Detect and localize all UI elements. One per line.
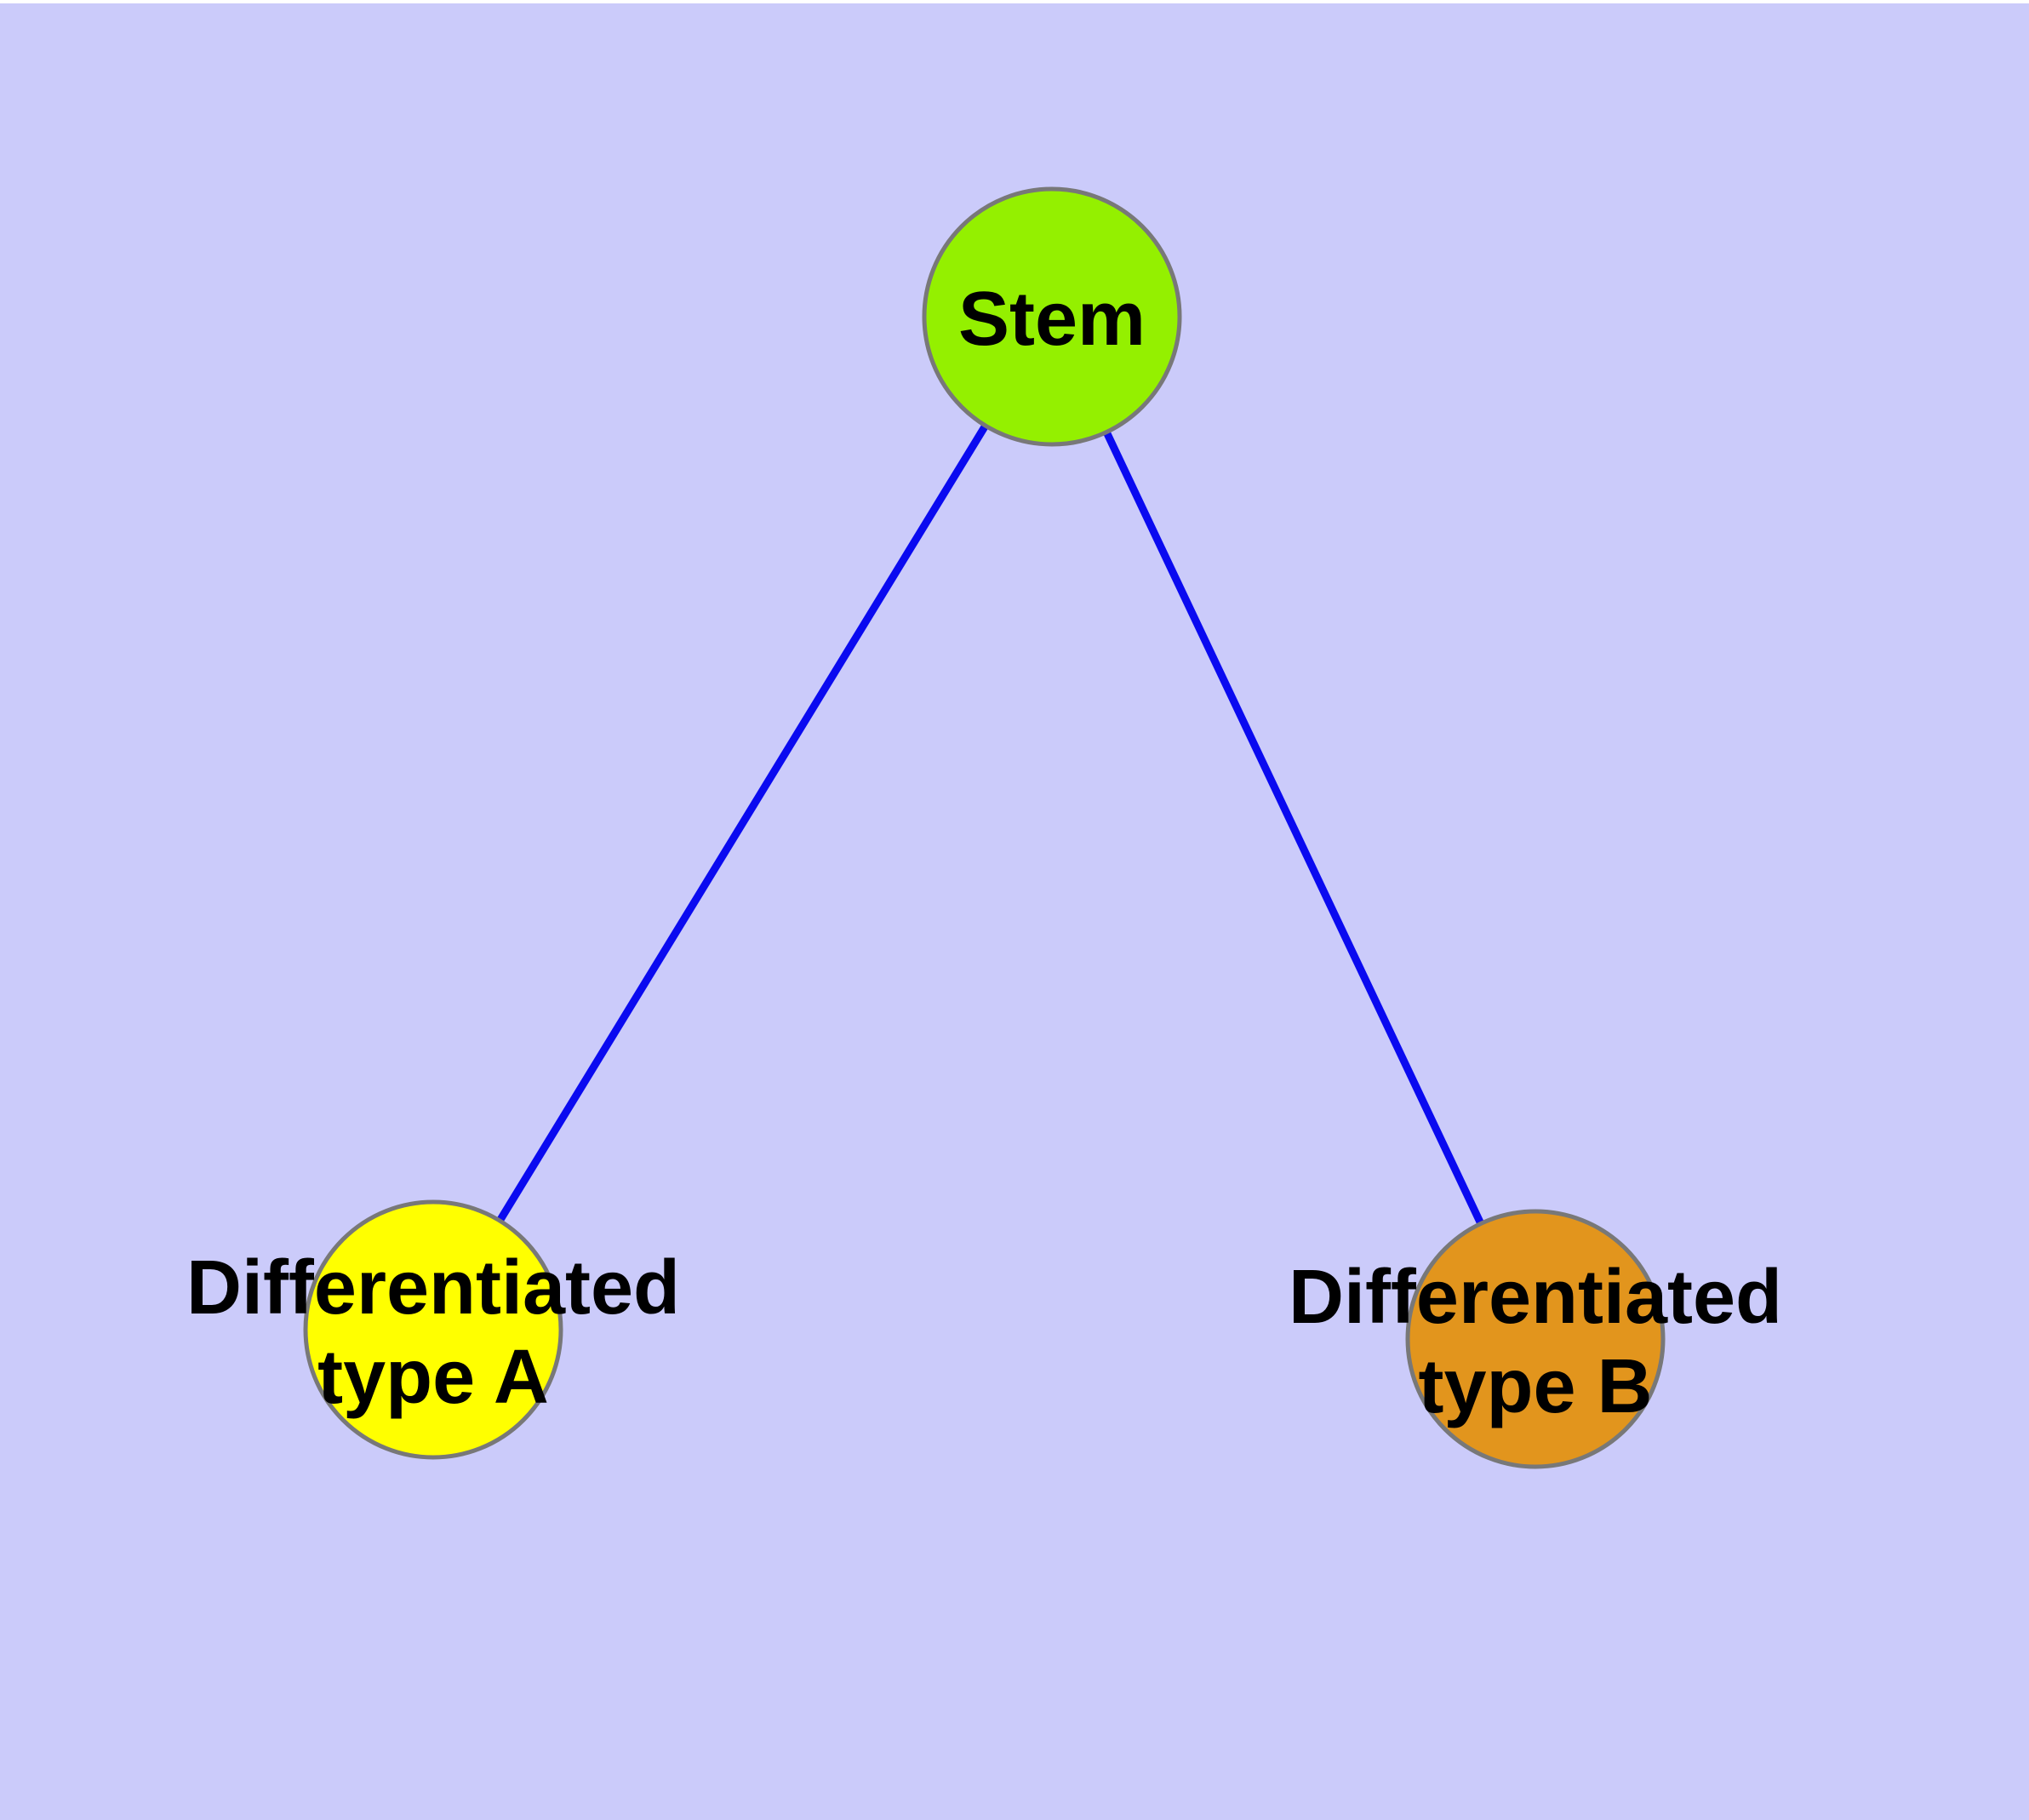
edge-stem-to-type-b	[1048, 315, 1540, 1341]
node-type-b-label-line1: Differentiated	[1289, 1255, 1782, 1340]
edge-stem-to-type-a	[430, 314, 1055, 1332]
node-stem-label: Stem	[958, 277, 1146, 362]
node-type-a-circle	[303, 1199, 563, 1460]
node-type-b-label-line2: type B	[1418, 1344, 1652, 1429]
node-type-b-circle	[1405, 1209, 1666, 1469]
top-margin-strip	[0, 0, 2029, 3]
node-stem-circle	[922, 186, 1182, 447]
node-type-a-label-line2: type A	[317, 1335, 549, 1420]
node-type-a-label-line1: Differentiated	[186, 1245, 680, 1331]
